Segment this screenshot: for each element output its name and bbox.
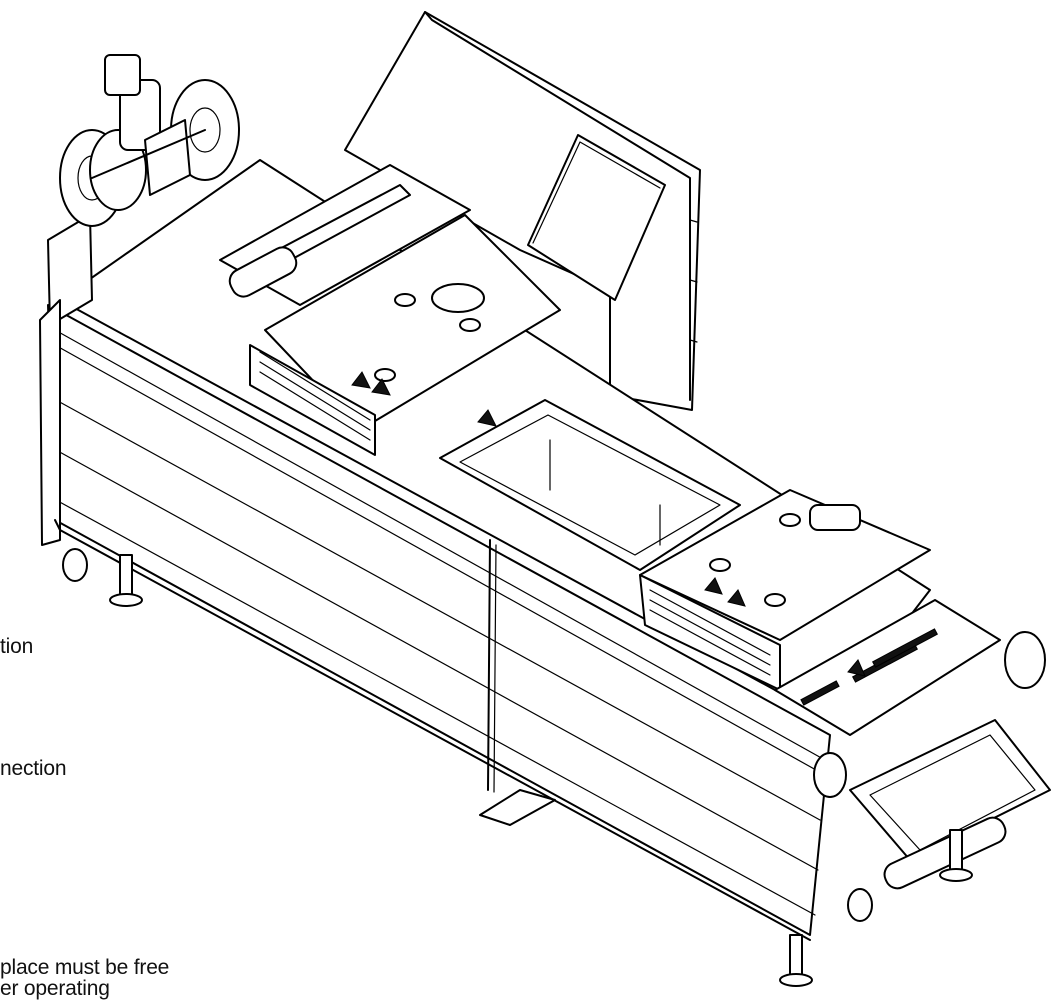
forming-station (439, 399, 741, 571)
annotation-text-3: place must be free (0, 956, 170, 979)
annotation-text-4: er operating (0, 977, 110, 1000)
touch-screen (527, 134, 666, 301)
film-unit-upper (219, 164, 561, 456)
sealing-station (639, 489, 931, 691)
film-reels (59, 54, 240, 227)
cutting-unit (774, 599, 1001, 736)
outfeed-conveyor (813, 631, 1051, 890)
annotation-text-2: nection (0, 757, 67, 780)
control-cabinet (344, 11, 701, 411)
legs-casters (62, 548, 973, 987)
annotation-text-1: tion (0, 635, 34, 658)
